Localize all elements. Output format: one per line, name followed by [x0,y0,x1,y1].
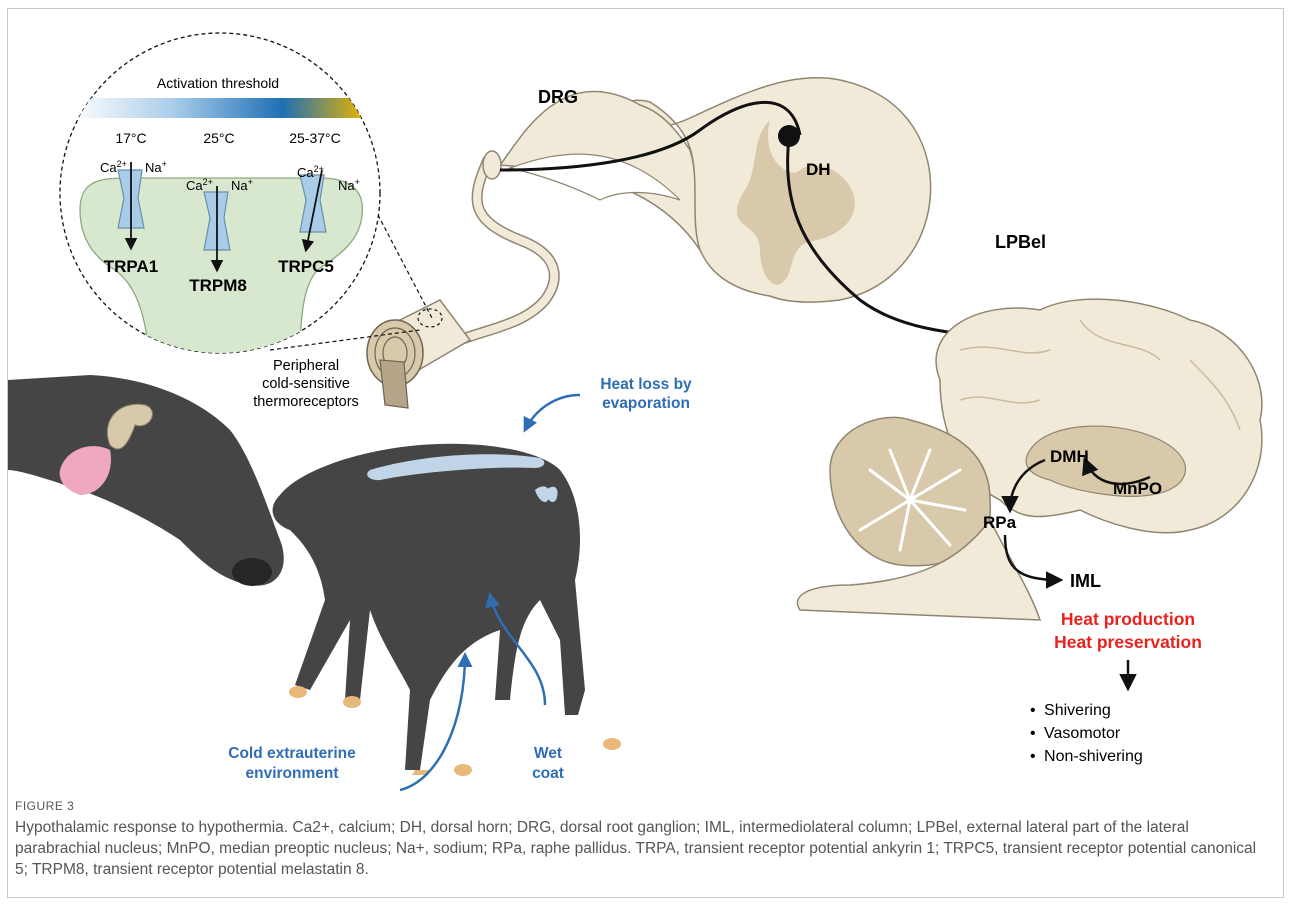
wet-coat-label: coat [532,765,564,782]
label-rpa: RPa [983,513,1017,532]
ganglion-node [778,125,800,147]
figure-number: FIGURE 3 [15,799,74,813]
label-dh: DH [806,160,831,179]
evaporation-label: evaporation [602,395,690,412]
bullet-item: • Non-shivering [1030,748,1143,765]
spinal-cord [440,78,931,350]
cold-environment-label: Cold extrauterine [228,745,356,762]
thermoreceptor-ending [367,300,470,408]
label-lpbel: LPBel [995,232,1046,252]
cow-illustration [8,375,284,586]
evaporation-label: Heat loss by [600,376,692,393]
label-mnpo: MnPO [1113,479,1162,498]
bullet-item: • Shivering [1030,702,1111,719]
temp-label: 25°C [203,130,234,146]
cold-environment-label: environment [245,765,338,782]
threshold-title: Activation threshold [157,75,279,91]
bullet-item: • Vasomotor [1030,725,1121,742]
receptor-label: thermoreceptors [253,394,359,410]
brain [797,299,1261,620]
label-iml: IML [1070,571,1101,591]
wet-coat-label: Wet [534,745,562,762]
channel-label-trpa1: TRPA1 [104,257,158,276]
threshold-gradient-bar [70,98,365,118]
channel-label-trpm8: TRPM8 [189,276,247,295]
receptor-label: cold-sensitive [262,376,350,392]
heat-production-label: Heat production [1061,609,1195,629]
label-drg: DRG [538,87,578,107]
temp-label: 25-37°C [289,130,341,146]
receptor-label: Peripheral [273,358,339,374]
temp-label: 17°C [115,130,146,146]
heat-preservation-label: Heat preservation [1054,632,1202,652]
label-dmh: DMH [1050,447,1089,466]
figure-caption: Hypothalamic response to hypothermia. Ca… [15,817,1265,880]
channel-label-trpc5: TRPC5 [278,257,334,276]
calf-illustration [273,444,621,776]
